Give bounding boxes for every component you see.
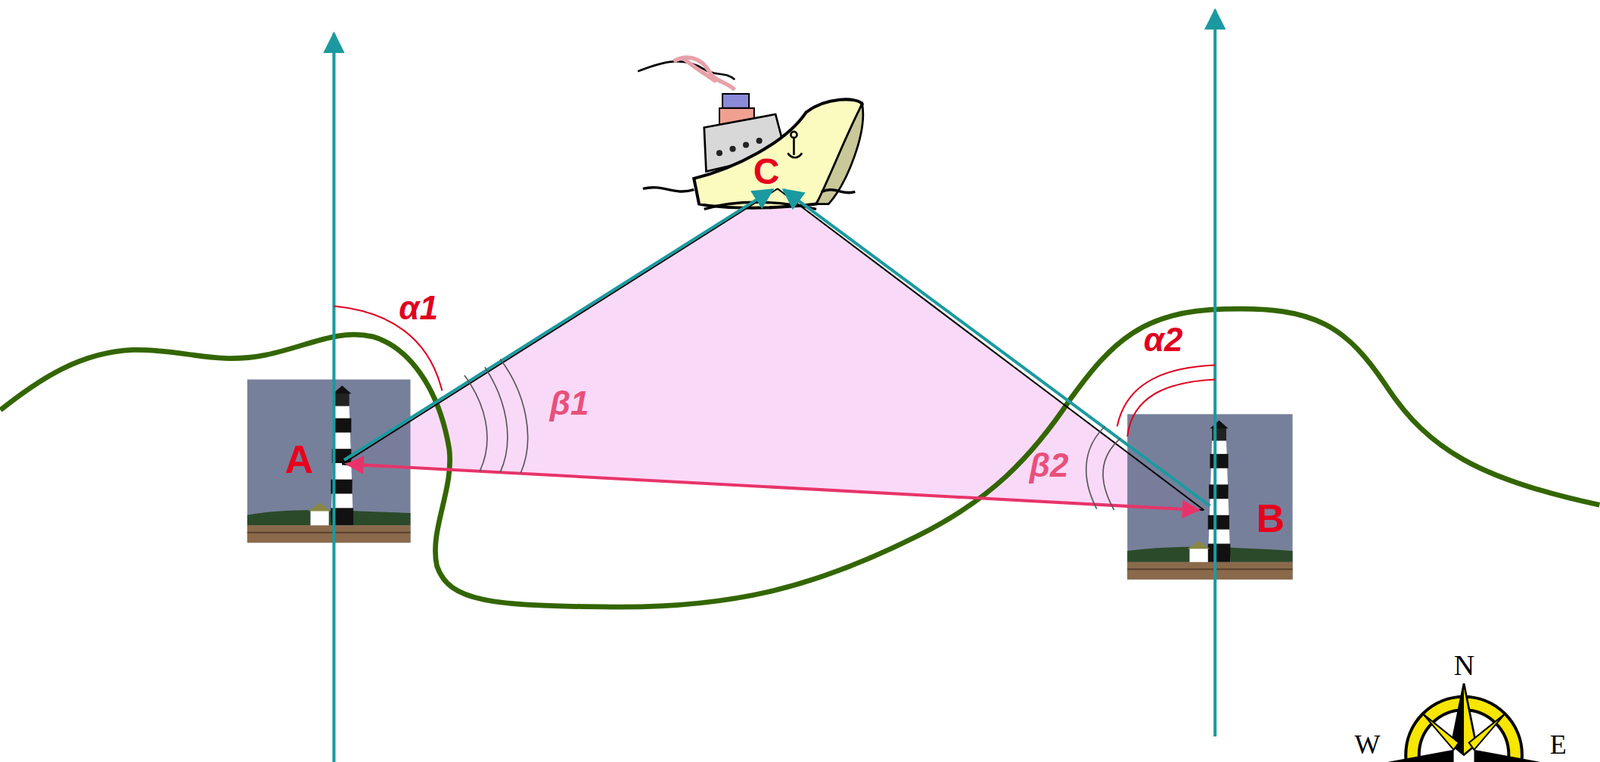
compass-letter: N: [1453, 650, 1475, 680]
baseline-ab: [347, 463, 1200, 510]
ship: [637, 56, 864, 209]
point-label: C: [753, 153, 780, 190]
angle-label: α1: [398, 291, 439, 325]
angle-label: β2: [1029, 448, 1069, 482]
side-ac: [341, 188, 778, 464]
side-cb: [777, 188, 1204, 510]
point-label: B: [1256, 498, 1286, 538]
compass-letter: E: [1550, 730, 1567, 759]
bearing-ac: [344, 189, 773, 460]
compass-rose: [1387, 683, 1541, 762]
point-label: A: [284, 439, 314, 479]
bearing-bc: [783, 189, 1210, 507]
lighthouse-a: [247, 379, 411, 543]
coastline: [0, 308, 1600, 607]
angle-arcs: [333, 305, 1215, 510]
angle-label: β1: [549, 386, 590, 420]
compass-letter: W: [1354, 730, 1380, 759]
angle-label: α2: [1143, 323, 1184, 357]
side-ab: [341, 463, 1204, 510]
triangle-area: [341, 188, 1204, 510]
meridian-b: [1213, 9, 1217, 737]
lighthouse-b: [1127, 413, 1293, 579]
meridian-a: [332, 33, 336, 762]
